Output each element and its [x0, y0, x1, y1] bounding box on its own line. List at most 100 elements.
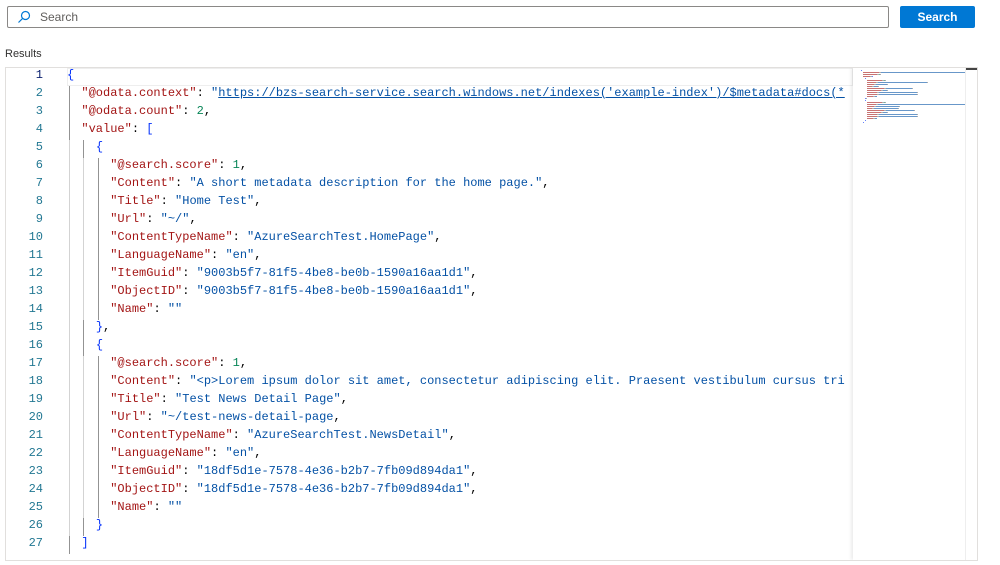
code-token: "Test News Detail Page" — [175, 392, 341, 406]
search-input[interactable] — [40, 8, 860, 26]
minimap-line — [873, 118, 875, 119]
vertical-scrollbar[interactable] — [965, 68, 977, 560]
code-token: , — [103, 320, 111, 334]
minimap-line — [927, 82, 928, 83]
code-token: : — [175, 374, 190, 388]
code-line: "@search.score": 1, — [67, 356, 853, 374]
minimap-line — [879, 94, 917, 95]
code-token: } — [95, 320, 104, 334]
indent-guide — [97, 176, 99, 194]
indent-guide — [69, 392, 70, 410]
indent-guide — [83, 212, 85, 230]
line-number: 24 — [28, 482, 43, 496]
code-token: "9003b5f7-81f5-4be8-be0b-1590a16aa1d1" — [196, 266, 471, 280]
indent-guide — [83, 410, 85, 428]
indent-guide — [69, 266, 70, 284]
line-number: 9 — [35, 212, 43, 226]
line-number: 21 — [28, 428, 43, 442]
indent-guide — [83, 158, 85, 176]
minimap-line — [883, 90, 887, 91]
minimap-line — [867, 82, 876, 83]
minimap-line — [881, 72, 882, 73]
minimap-line — [875, 96, 877, 97]
code-token: : — [232, 428, 248, 442]
code-token: , — [254, 194, 262, 208]
code-token: [ — [146, 122, 154, 136]
minimap-line — [874, 108, 898, 109]
search-button[interactable]: Search — [900, 6, 975, 28]
code-token: "Url" — [110, 410, 147, 424]
code-token: : — [131, 122, 147, 136]
indent-guide — [83, 392, 85, 410]
line-number: 5 — [35, 140, 43, 154]
code-token: : — [160, 392, 176, 406]
line-number: 25 — [28, 500, 43, 514]
indent-guide — [97, 194, 99, 212]
code-token: 2 — [196, 104, 204, 118]
code-token: "en" — [225, 248, 255, 262]
indent-guide — [69, 428, 70, 446]
code-token: "Content" — [110, 374, 176, 388]
search-icon — [18, 10, 31, 23]
indent-guide — [83, 518, 85, 536]
indent-guide — [83, 356, 85, 374]
minimap-line — [879, 92, 917, 93]
code-token: , — [189, 212, 197, 226]
code-token: , — [470, 284, 478, 298]
code-token: { — [67, 68, 75, 82]
minimap-line — [867, 114, 877, 115]
minimap-line — [867, 86, 872, 87]
code-token: "LanguageName" — [110, 248, 212, 262]
code-token: "Title" — [110, 194, 161, 208]
minimap-line — [887, 90, 888, 91]
code-token: : — [182, 104, 197, 118]
url-link[interactable]: https://bzs-search-service.search.window… — [218, 86, 845, 100]
indent-guide — [97, 284, 99, 302]
code-area[interactable]: { "@odata.context": "https://bzs-search-… — [67, 68, 853, 554]
code-token: "18df5d1e-7578-4e36-b2b7-7fb09d894da1" — [196, 464, 471, 478]
code-line: { — [67, 140, 853, 158]
line-number: 16 — [28, 338, 43, 352]
indent-guide — [69, 140, 70, 158]
indent-guide — [83, 302, 85, 320]
indent-guide — [83, 248, 85, 266]
code-token: "@search.score" — [110, 158, 219, 172]
indent-guide — [83, 338, 85, 356]
scrollbar-thumb[interactable] — [966, 68, 977, 70]
minimap-line — [877, 94, 879, 95]
code-line: } — [67, 518, 853, 536]
line-number: 12 — [28, 266, 43, 280]
minimap-line — [867, 90, 881, 91]
minimap-line — [867, 104, 876, 105]
indent-guide — [83, 482, 85, 500]
minimap-line — [874, 84, 876, 85]
minimap-line — [867, 88, 884, 89]
indent-guide — [97, 428, 99, 446]
code-line: "value": [ — [67, 122, 853, 140]
minimap-line — [898, 108, 899, 109]
indent-guide — [97, 464, 99, 482]
minimap-line — [882, 80, 884, 81]
code-line: "@odata.count": 2, — [67, 104, 853, 122]
code-line: "Content": "A short metadata description… — [67, 176, 853, 194]
indent-guide — [97, 410, 99, 428]
minimap-line — [879, 114, 917, 115]
code-line: "ObjectID": "18df5d1e-7578-4e36-b2b7-7fb… — [67, 482, 853, 500]
minimap-line — [872, 86, 874, 87]
code-token: "Name" — [110, 500, 154, 514]
code-token: } — [95, 518, 104, 532]
code-token: "~/" — [160, 212, 190, 226]
code-token: 1 — [232, 158, 240, 172]
minimap[interactable] — [853, 68, 965, 560]
minimap-line — [863, 74, 877, 75]
line-number: 26 — [28, 518, 43, 532]
code-token: : — [218, 158, 233, 172]
code-line: "Title": "Test News Detail Page", — [67, 392, 853, 410]
indent-guide — [69, 284, 70, 302]
indent-guide — [83, 464, 85, 482]
minimap-line — [867, 108, 872, 109]
line-number: 15 — [28, 320, 43, 334]
search-box[interactable] — [7, 6, 889, 28]
code-token: "@odata.context" — [81, 86, 197, 100]
